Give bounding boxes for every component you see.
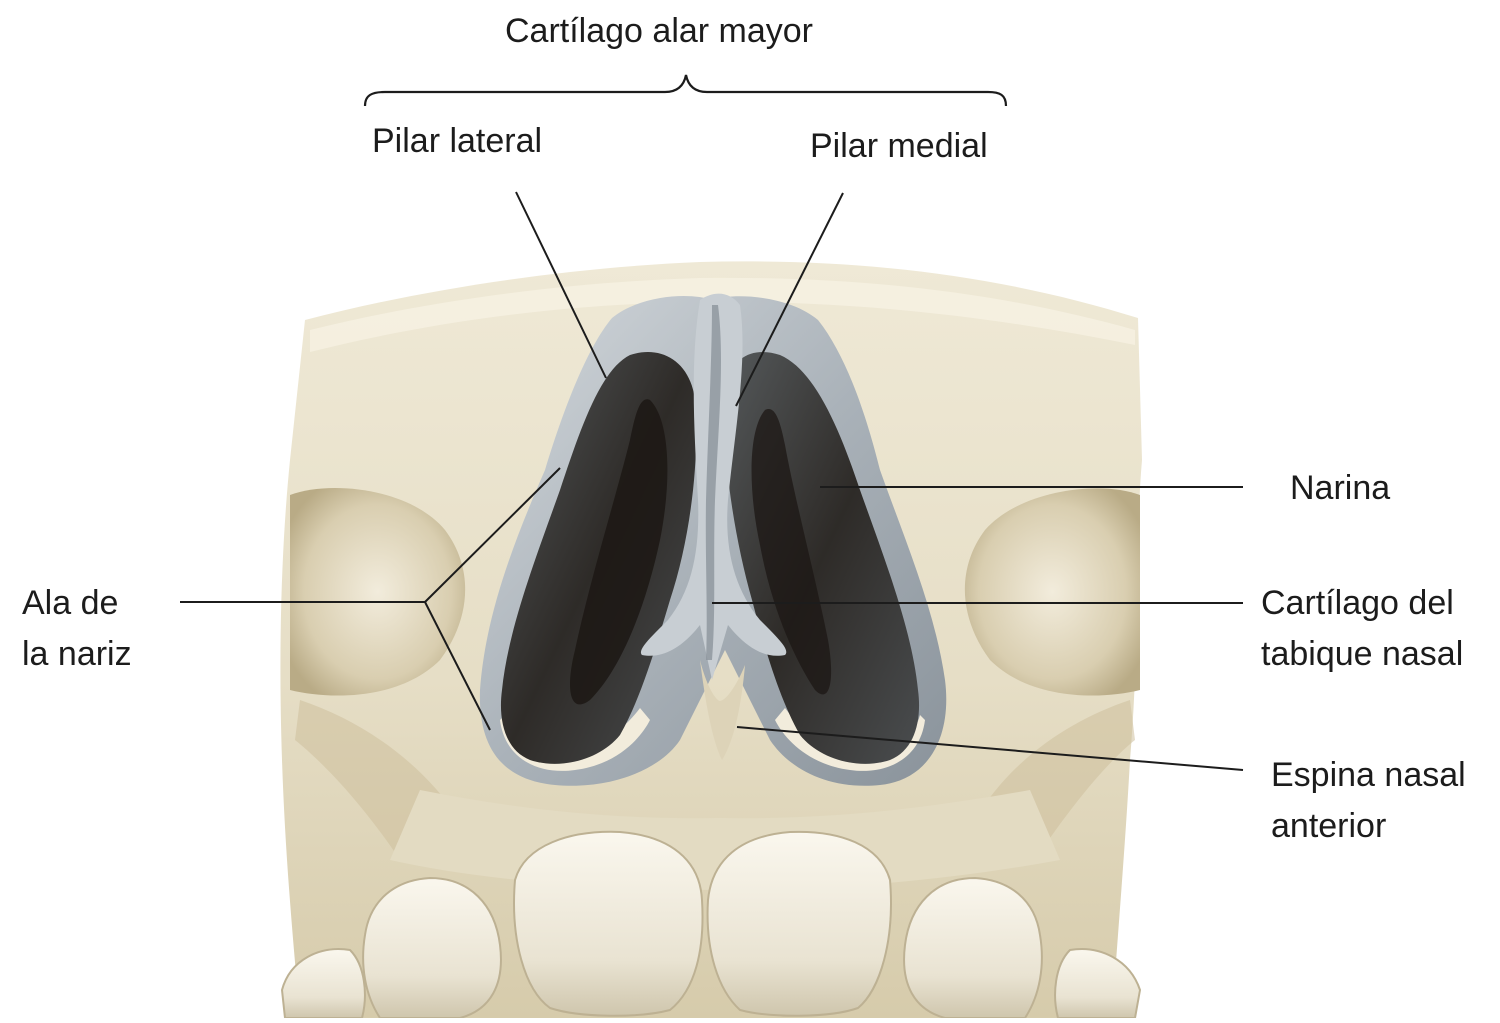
label-ala-line2: la nariz xyxy=(22,635,132,673)
left-orbit xyxy=(290,488,466,696)
right-orbit xyxy=(964,488,1140,696)
leader-espina xyxy=(736,726,1244,771)
leader-lines xyxy=(180,191,1244,771)
label-cartilago-line2: tabique nasal xyxy=(1261,635,1464,673)
tooth-left-lateral xyxy=(362,876,502,1019)
label-ala-nariz: Ala de la nariz xyxy=(22,578,132,680)
label-narina: Narina xyxy=(1290,469,1391,507)
label-ala-line1: Ala de xyxy=(22,584,119,622)
leader-ala-down xyxy=(424,601,491,731)
title-brace xyxy=(363,74,1008,107)
leader-ala-up xyxy=(424,467,561,603)
diagram-title: Cartílago alar mayor xyxy=(505,12,814,50)
left-nostril-deep xyxy=(570,399,668,705)
label-espina-line1: Espina nasal xyxy=(1271,756,1466,794)
nasal-spine xyxy=(700,660,745,760)
bone-ridge-shading xyxy=(310,277,1135,352)
leader-pilar-medial xyxy=(735,192,844,407)
leader-pilar-lateral xyxy=(515,191,607,379)
label-espina-line2: anterior xyxy=(1271,807,1387,845)
right-nostril-deep xyxy=(751,409,832,695)
tooth-right-canine xyxy=(1054,948,1142,1019)
medial-crura-shadow xyxy=(705,305,722,660)
label-pilar-medial: Pilar medial xyxy=(810,127,988,165)
tooth-right-central xyxy=(706,830,892,1017)
label-pilar-lateral: Pilar lateral xyxy=(372,122,543,160)
label-cartilago-tabique: Cartílago del tabique nasal xyxy=(1261,578,1463,680)
tooth-left-canine xyxy=(280,948,366,1019)
tooth-right-lateral xyxy=(903,876,1043,1019)
label-cartilago-line1: Cartílago del xyxy=(1261,584,1454,622)
tooth-left-central xyxy=(513,830,704,1017)
label-espina-nasal: Espina nasal anterior xyxy=(1271,750,1466,852)
